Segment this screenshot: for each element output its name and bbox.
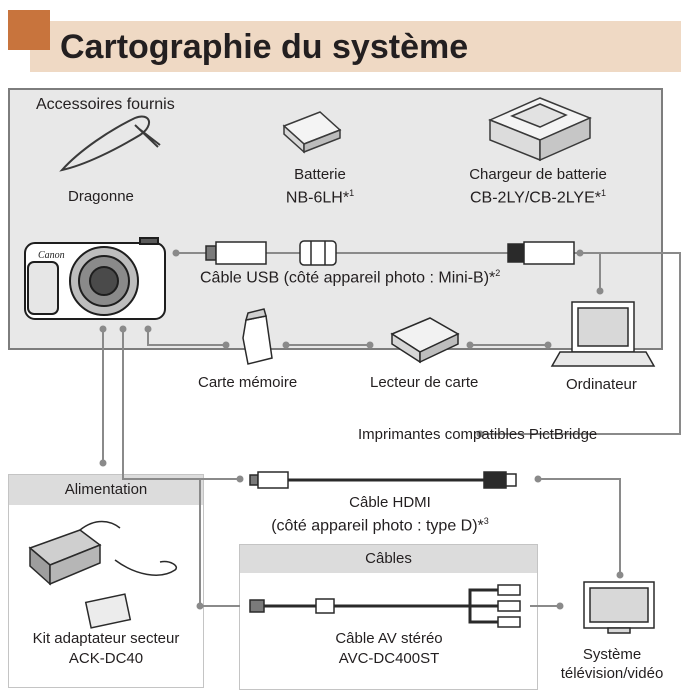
tv-label-line1: Système (582, 646, 642, 663)
memory-card-icon (242, 308, 273, 365)
hdmi-cable-icon (249, 471, 517, 489)
provided-accessories-heading: Accessoires fournis (36, 96, 175, 113)
tv-icon (583, 581, 655, 634)
camera-brand: Canon (38, 250, 65, 261)
cables-heading: Câbles (240, 545, 537, 573)
battery-icon (282, 111, 342, 154)
memory-card-label: Carte mémoire (198, 374, 298, 391)
title-accent-square (8, 10, 50, 50)
hdmi-label-line2: (côté appareil photo : type D)*3 (271, 516, 489, 535)
charger-label-line2: CB-2LY/CB-2LYE*1 (469, 188, 607, 207)
av-cable-label-line2: AVC-DC400ST (338, 650, 440, 667)
strap-icon (59, 115, 161, 172)
usb-cable-label: Câble USB (côté appareil photo : Mini-B)… (200, 268, 501, 287)
card-reader-label: Lecteur de carte (370, 374, 479, 391)
strap-label: Dragonne (68, 188, 134, 205)
charger-icon (488, 97, 592, 162)
computer-icon (550, 301, 656, 367)
power-supply-heading: Alimentation (9, 475, 203, 505)
power-kit-label-line1: Kit adaptateur secteur (32, 630, 180, 647)
charger-label-line1: Chargeur de batterie (469, 166, 607, 183)
card-reader-icon (390, 317, 460, 364)
usb-cable-icon (205, 240, 575, 266)
computer-label: Ordinateur (566, 376, 637, 393)
page-title: Cartographie du système (60, 28, 469, 66)
tv-label-line2: télévision/vidéo (560, 665, 664, 682)
battery-label-line2: NB-6LH*1 (285, 188, 355, 207)
hdmi-label-line1: Câble HDMI (349, 494, 431, 511)
power-kit-label-line2: ACK-DC40 (68, 650, 144, 667)
title-band (30, 21, 681, 72)
battery-label-line1: Batterie (294, 166, 346, 183)
camera-icon (24, 237, 166, 320)
av-cable-icon (249, 584, 521, 628)
power-adapter-icon (28, 520, 177, 629)
av-cable-label-line1: Câble AV stéréo (335, 630, 443, 647)
power-supply-box (8, 474, 204, 688)
printers-label: Imprimantes compatibles PictBridge (358, 426, 598, 443)
